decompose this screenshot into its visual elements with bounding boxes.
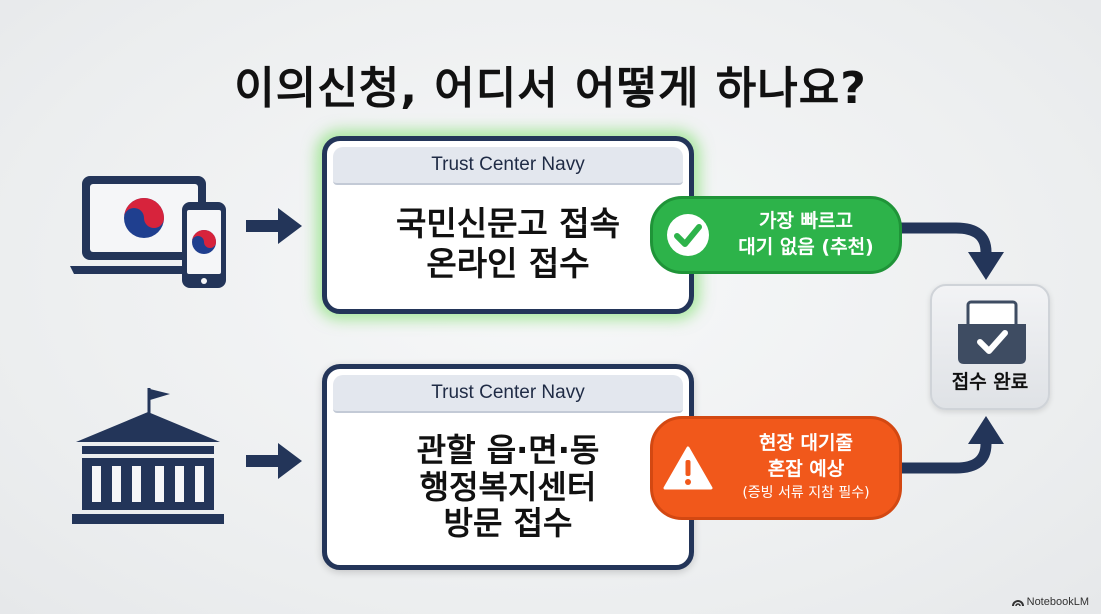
check-icon: [667, 214, 709, 256]
warning-badge: 현장 대기줄 혼잡 예상 (증빙 서류 지참 필수): [650, 416, 902, 520]
footer-text: NotebookLM: [1026, 596, 1089, 608]
badge-note: (증빙 서류 지참 필수): [742, 485, 870, 502]
notebooklm-logo-icon: [1011, 600, 1024, 607]
warning-icon: [663, 446, 713, 490]
arrow-right-icon: [246, 208, 302, 244]
card-line: 행정복지센터: [419, 467, 597, 506]
badge-line: 가장 빠르고: [758, 210, 853, 233]
curved-arrow-down-icon: [900, 222, 1004, 280]
arrow-right-icon: [246, 443, 302, 479]
page-title: 이의신청, 어디서 어떻게 하나요?: [234, 63, 867, 114]
badge-line: 현장 대기줄: [758, 432, 853, 455]
footer-brand: NotebookLM: [1011, 596, 1089, 608]
government-building-icon: [72, 388, 224, 524]
document-check-icon: [958, 300, 1026, 364]
card-line: 방문 접수: [443, 504, 573, 543]
curved-arrow-up-icon: [900, 416, 1004, 474]
card-header: Trust Center Navy: [333, 147, 683, 185]
filing-complete-label: 접수 완료: [951, 371, 1029, 393]
card-header: Trust Center Navy: [333, 375, 683, 413]
card-line: 국민신문고 접속: [395, 204, 620, 244]
filing-complete-box: 접수 완료: [930, 284, 1050, 410]
online-filing-card: Trust Center Navy 국민신문고 접속 온라인 접수: [322, 136, 694, 314]
laptop-phone-icon: [70, 176, 226, 288]
badge-line: 혼잡 예상: [767, 457, 845, 480]
badge-line: 대기 없음 (추천): [738, 236, 874, 258]
card-line: 온라인 접수: [426, 244, 590, 283]
recommended-badge: 가장 빠르고 대기 없음 (추천): [650, 196, 902, 274]
visit-filing-card: Trust Center Navy 관할 읍·면·동 행정복지센터 방문 접수: [322, 364, 694, 570]
card-line: 관할 읍·면·동: [416, 430, 600, 469]
